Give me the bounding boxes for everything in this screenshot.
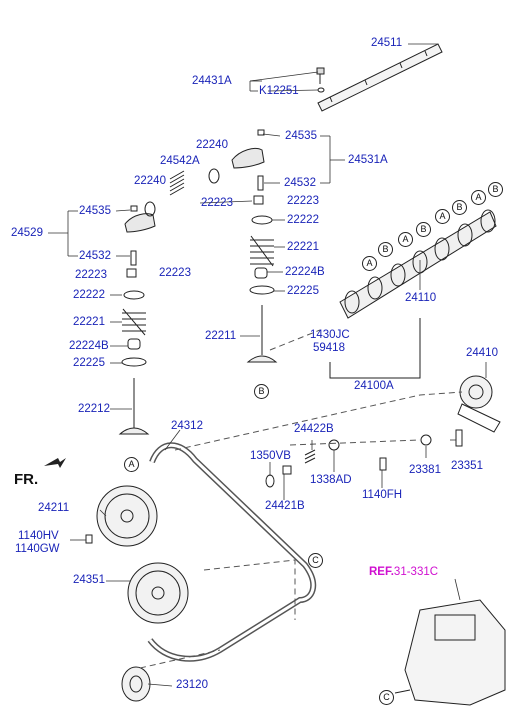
label-22223-b: 22223 bbox=[287, 195, 319, 207]
camshaft bbox=[339, 209, 497, 319]
marker-c-belt: C bbox=[308, 553, 323, 568]
label-22225-a: 22225 bbox=[287, 285, 319, 297]
label-22223-c: 22223 bbox=[75, 269, 107, 281]
label-24532-a: 24532 bbox=[284, 177, 316, 189]
label-22240-b: 22240 bbox=[134, 175, 166, 187]
label-24535-a: 24535 bbox=[285, 130, 317, 142]
label-22221-b: 22221 bbox=[73, 316, 105, 328]
reference-value: 31-331C bbox=[393, 566, 439, 578]
marker-b: B bbox=[254, 384, 269, 399]
label-24529: 24529 bbox=[11, 227, 43, 239]
timing-belt bbox=[147, 442, 317, 662]
label-24422B: 24422B bbox=[294, 423, 334, 435]
marker-c-pump: C bbox=[379, 690, 394, 705]
cam-marker-a-1: A bbox=[362, 256, 377, 271]
cam-marker-b-4: B bbox=[488, 182, 503, 197]
marker-a: A bbox=[124, 457, 139, 472]
label-1140FH: 1140FH bbox=[362, 489, 403, 501]
label-22221-a: 22221 bbox=[287, 241, 319, 253]
label-22223-a: 22223 bbox=[201, 197, 233, 209]
label-22212: 22212 bbox=[78, 403, 110, 415]
label-24312: 24312 bbox=[171, 420, 203, 432]
cam-marker-b-1: B bbox=[378, 242, 393, 257]
front-direction-label: FR. bbox=[14, 471, 39, 488]
label-22224B-a: 22224B bbox=[285, 266, 325, 278]
label-22224B-b: 22224B bbox=[69, 340, 109, 352]
label-1430JC: 1430JC bbox=[310, 329, 350, 341]
label-24535-b: 24535 bbox=[79, 205, 111, 217]
injection-pump bbox=[394, 599, 506, 706]
label-1140GW: 1140GW bbox=[15, 543, 60, 555]
cam-marker-b-2: B bbox=[416, 222, 431, 237]
label-22223-d: 22223 bbox=[159, 267, 191, 279]
label-24511: 24511 bbox=[371, 37, 403, 49]
front-arrow-icon bbox=[44, 458, 66, 468]
label-59418: 59418 bbox=[313, 342, 345, 354]
label-23351: 23351 bbox=[451, 460, 483, 472]
label-22240-a: 22240 bbox=[196, 139, 228, 151]
label-24351: 24351 bbox=[73, 574, 105, 586]
label-1140HV: 1140HV bbox=[18, 530, 59, 542]
cam-marker-a-2: A bbox=[398, 232, 413, 247]
label-24532-b: 24532 bbox=[79, 250, 111, 262]
cam-marker-a-3: A bbox=[435, 209, 450, 224]
label-1338AD: 1338AD bbox=[310, 474, 352, 486]
label-24410: 24410 bbox=[466, 347, 498, 359]
rocker-shaft bbox=[317, 43, 443, 112]
cam-marker-b-3: B bbox=[452, 200, 467, 215]
label-23120: 23120 bbox=[176, 679, 208, 691]
label-24431A: 24431A bbox=[192, 75, 232, 87]
reference-prefix: REF. bbox=[369, 566, 394, 578]
cam-marker-a-4: A bbox=[471, 190, 486, 205]
label-K12251: K12251 bbox=[259, 85, 299, 97]
label-24100A: 24100A bbox=[354, 380, 394, 392]
label-24421B: 24421B bbox=[265, 500, 305, 512]
label-24531A: 24531A bbox=[348, 154, 388, 166]
label-22225-b: 22225 bbox=[73, 357, 105, 369]
label-24542A: 24542A bbox=[160, 155, 200, 167]
label-22222-a: 22222 bbox=[287, 214, 319, 226]
label-22222-b: 22222 bbox=[73, 289, 105, 301]
label-1350VB: 1350VB bbox=[250, 450, 291, 462]
reference-label[interactable]: REF.31-331C bbox=[369, 566, 439, 579]
label-23381: 23381 bbox=[409, 464, 441, 476]
label-22211: 22211 bbox=[205, 330, 237, 342]
label-24211: 24211 bbox=[38, 502, 70, 514]
label-24110: 24110 bbox=[405, 292, 437, 304]
